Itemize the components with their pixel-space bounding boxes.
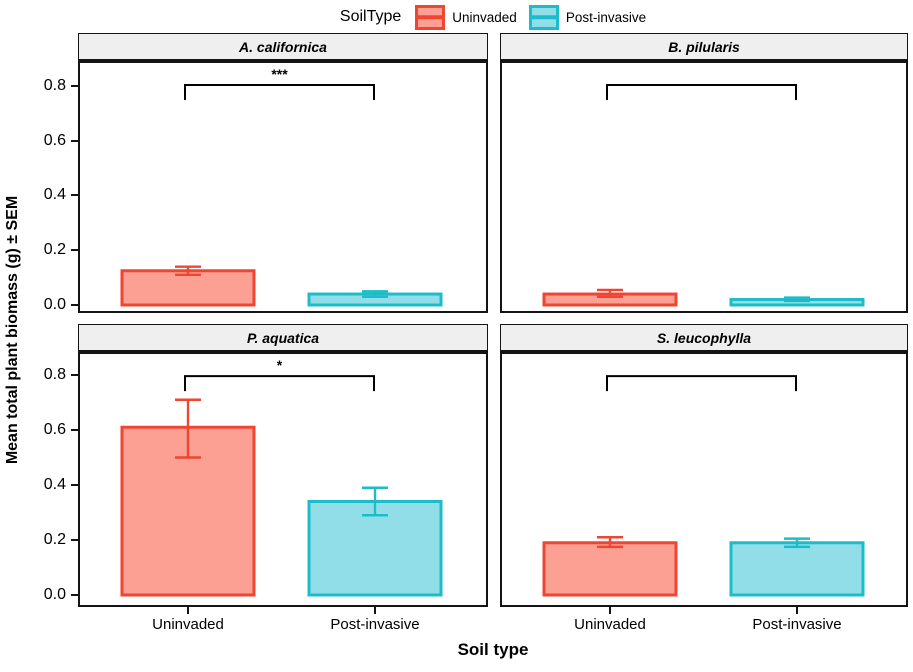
x-tick-label: Post-invasive [752,616,842,633]
y-axis-title: Mean total plant biomass (g) ± SEM [4,195,21,465]
y-tick-label: 0.6 [43,131,66,149]
y-tick-label: 0.0 [43,296,66,313]
significance-bracket [606,83,797,100]
legend-title: SoilType [339,8,402,25]
x-tick-label: Uninvaded [152,616,224,633]
post-invasive-swatch-icon [528,4,559,30]
facet-panel-1: *** [78,61,488,313]
significance-label: *** [271,66,288,82]
facet-panel-4 [500,352,908,607]
facet-panel-2 [500,61,908,313]
significance-bracket [184,83,375,100]
facet-title: S. leucophylla [656,329,752,346]
facet-title: P. aquatica [246,329,320,346]
bar-uninvaded [542,541,678,597]
y-tick-mark [71,429,78,431]
uninvaded-swatch-icon [415,4,446,30]
y-tick-label: 0.8 [43,76,66,94]
y-tick-mark [71,374,78,376]
legend: SoilType Uninvaded Post-invasive [73,2,913,32]
y-tick-mark [71,139,78,142]
facet-panel-3: * [78,352,488,607]
y-tick-label: 0.2 [43,241,66,259]
y-tick-mark [71,539,78,541]
x-tick-mark [796,607,798,614]
x-tick-label: Uninvaded [574,616,646,633]
legend-label-post-invasive: Post-invasive [565,9,647,25]
y-tick-label: 0.2 [43,531,66,548]
panel-border [500,352,908,607]
y-tick-mark [71,304,78,306]
significance-bracket [606,375,797,392]
y-tick-mark [71,484,78,486]
facet-strip-3: P. aquatica [78,324,488,352]
x-tick-mark [187,607,189,614]
x-tick-mark [609,607,611,614]
legend-item-post-invasive: Post-invasive [528,4,647,30]
legend-label-uninvaded: Uninvaded [452,9,517,25]
y-tick-label: 0.6 [43,421,66,438]
panel-border [78,352,488,607]
panel-border [78,61,488,313]
facet-strip-1: A. californica [78,33,488,61]
post-invasive-swatch-line [530,15,557,19]
facet-strip-4: S. leucophylla [500,324,908,352]
y-tick-label: 0.8 [43,366,66,383]
panel-border [500,61,908,313]
significance-bracket [184,375,375,392]
facet-title: B. pilularis [668,38,740,55]
x-tick-mark [374,607,376,614]
bar-uninvaded [120,269,256,307]
y-tick-label: 0.4 [43,476,66,493]
y-tick-mark [71,594,78,596]
y-tick-mark [71,249,78,252]
y-tick-label: 0.4 [43,186,66,204]
facet-title: A. californica [239,38,327,55]
y-tick-label: 0.0 [43,586,66,603]
uninvaded-swatch-line [417,15,444,19]
y-tick-mark [71,194,78,197]
y-tick-mark [71,84,78,87]
bar-post-invasive [729,541,865,597]
x-tick-label: Post-invasive [330,616,420,633]
x-axis-title: Soil type [457,640,529,659]
facet-strip-2: B. pilularis [500,33,908,61]
significance-label: * [277,357,283,373]
legend-item-uninvaded: Uninvaded [415,4,517,30]
